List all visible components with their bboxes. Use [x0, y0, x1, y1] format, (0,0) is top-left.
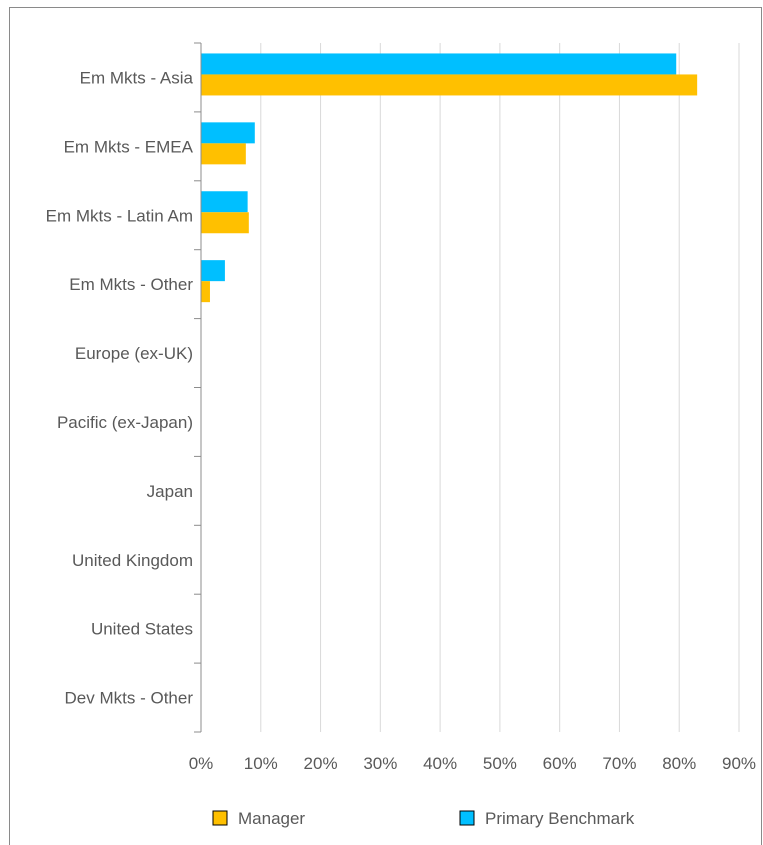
x-tick-label: 50%	[483, 754, 517, 773]
category-label: Europe (ex-UK)	[75, 344, 193, 363]
bar-manager	[201, 143, 246, 165]
x-tick-label: 80%	[662, 754, 696, 773]
category-label: Em Mkts - Asia	[80, 68, 194, 87]
x-tick-label: 30%	[363, 754, 397, 773]
x-tick-label: 40%	[423, 754, 457, 773]
category-labels: Em Mkts - Asia Em Mkts - EMEA Em Mkts - La…	[46, 68, 194, 707]
category-label: Dev Mkts - Other	[65, 689, 194, 708]
bar-manager	[201, 281, 210, 303]
category-label: Em Mkts - Latin Am	[46, 206, 193, 225]
legend-swatch	[212, 810, 228, 826]
x-tick-label: 20%	[304, 754, 338, 773]
x-tick-label: 0%	[189, 754, 214, 773]
bar-primary-benchmark	[201, 122, 255, 144]
x-tick-label: 90%	[722, 754, 756, 773]
bars	[201, 53, 698, 303]
bar-manager	[201, 74, 698, 96]
category-label: Em Mkts - Other	[69, 275, 193, 294]
legend: Manager Primary Benchmark	[212, 809, 635, 828]
bar-primary-benchmark	[201, 191, 248, 213]
legend-label: Manager	[238, 809, 305, 828]
axes	[194, 42, 202, 733]
chart-frame	[9, 7, 762, 845]
x-tick-label: 10%	[244, 754, 278, 773]
legend-swatch	[459, 810, 475, 826]
category-label: Em Mkts - EMEA	[64, 137, 194, 156]
category-label: United States	[91, 620, 193, 639]
gridlines	[260, 43, 740, 732]
legend-label: Primary Benchmark	[485, 809, 635, 828]
x-tick-labels: 0% 10% 20% 30% 40% 50% 60% 70% 80% 90%	[189, 754, 756, 773]
category-label: Japan	[147, 482, 193, 501]
category-label: Pacific (ex-Japan)	[57, 413, 193, 432]
bar-primary-benchmark	[201, 260, 225, 282]
x-tick-label: 60%	[543, 754, 577, 773]
category-label: United Kingdom	[72, 551, 193, 570]
x-tick-label: 70%	[602, 754, 636, 773]
bar-primary-benchmark	[201, 53, 677, 75]
bar-manager	[201, 212, 249, 234]
